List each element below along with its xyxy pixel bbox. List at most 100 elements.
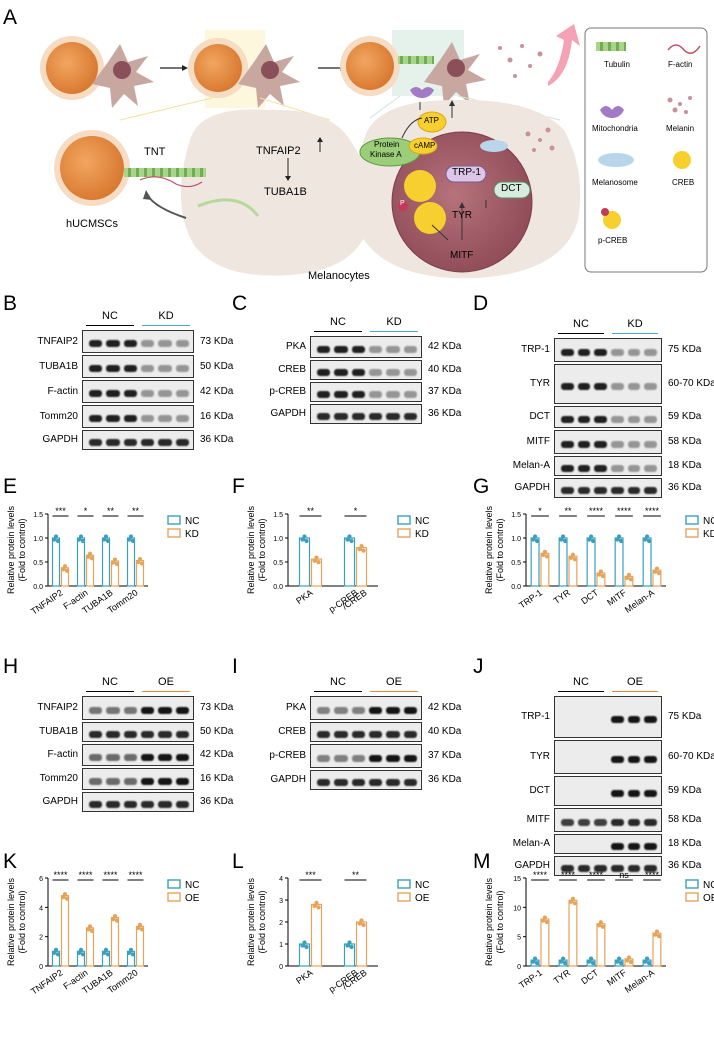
- bar-oe: [568, 899, 578, 967]
- data-point: [105, 538, 111, 544]
- data-point: [618, 538, 624, 544]
- y-tick-label: 0: [39, 964, 43, 971]
- bar-oe: [540, 918, 550, 967]
- sig-label: ns: [619, 870, 629, 880]
- blot-size-label: 73 KDa: [200, 702, 234, 713]
- data-point: [596, 572, 602, 577]
- data-point: [540, 552, 546, 557]
- sig-label: **: [132, 506, 140, 516]
- blot-size-label: 59 KDa: [668, 785, 702, 796]
- blot-band-strip: [554, 740, 662, 774]
- data-point: [312, 558, 317, 563]
- legend-label-nc: NC: [703, 516, 714, 527]
- creb-icon: [673, 151, 691, 169]
- melanin-icon: [667, 96, 692, 114]
- sig-label: *: [354, 506, 358, 516]
- data-point: [139, 561, 145, 566]
- blot-band-strip: [82, 768, 194, 790]
- data-point: [588, 534, 594, 539]
- y-tick-label: 5: [517, 935, 521, 942]
- data-point: [76, 950, 82, 955]
- blot-row-label: TUBA1B: [39, 360, 78, 372]
- sig-label: ***: [55, 506, 66, 516]
- blot-band-strip: [310, 696, 422, 720]
- data-point: [586, 537, 592, 542]
- mitochondria-icon: [600, 106, 624, 118]
- nc-header: NC: [330, 316, 346, 328]
- panel-label-i: I: [232, 655, 238, 678]
- panel-label-f: F: [232, 475, 245, 498]
- y-tick-label: 15: [513, 876, 521, 883]
- data-point: [135, 559, 141, 565]
- blot-row-label: GAPDH: [270, 774, 306, 785]
- x-tick-label: TYR: [552, 587, 573, 606]
- blot-size-label: 75 KDa: [668, 344, 702, 355]
- legend-swatch-nc: [685, 879, 699, 889]
- legend-label-oe: OE: [185, 893, 200, 904]
- bar-oe: [85, 927, 95, 967]
- data-point: [316, 560, 321, 565]
- panel-label-g: G: [473, 475, 490, 498]
- legend-swatch-oe: [397, 892, 411, 902]
- data-point: [87, 924, 93, 929]
- blot-band-strip: [82, 722, 194, 742]
- nc-underline: [86, 325, 134, 326]
- data-point: [302, 940, 307, 945]
- data-point: [110, 917, 116, 922]
- data-point: [51, 950, 57, 955]
- sig-label: *: [84, 506, 88, 516]
- data-point: [644, 534, 650, 539]
- tuba1b-label: TUBA1B: [264, 186, 307, 198]
- blot-row-label: p-CREB: [269, 386, 306, 397]
- nc-underline: [558, 691, 604, 692]
- data-point: [568, 555, 574, 560]
- legend-label-kd: KD: [415, 529, 429, 540]
- data-point: [60, 895, 66, 900]
- dct-label: DCT: [501, 183, 522, 194]
- data-point: [616, 956, 622, 961]
- y-axis-label: Relative protein levels: [6, 505, 16, 594]
- legend-swatch-nc: [397, 515, 411, 525]
- blot-band-strip: [310, 404, 422, 424]
- sig-label: ****: [645, 870, 660, 880]
- tnfaip2-label: TNFAIP2: [256, 145, 301, 157]
- group-underline: [370, 331, 418, 332]
- legend-melanin: Melanin: [666, 124, 695, 133]
- bar-oe: [60, 894, 70, 967]
- data-point: [304, 944, 309, 950]
- blot-row-label: MITF: [526, 436, 550, 447]
- data-point: [544, 919, 550, 925]
- pcreb-icon: [603, 211, 621, 229]
- data-point: [590, 538, 596, 544]
- y-tick-label: 1.0: [33, 536, 43, 543]
- blot-band-strip: [82, 330, 194, 353]
- schematic-figure: [40, 24, 708, 279]
- blot-band-strip: [554, 834, 662, 854]
- data-point: [534, 961, 540, 966]
- blot-size-label: 36 KDa: [428, 774, 462, 785]
- blot-band-strip: [82, 430, 194, 450]
- blot-size-label: 37 KDa: [428, 386, 462, 397]
- data-point: [588, 956, 594, 961]
- sig-label: ****: [53, 870, 68, 880]
- blot-size-label: 18 KDa: [668, 838, 702, 849]
- blot-size-label: 59 KDa: [668, 411, 702, 422]
- x-tick-label: Melan-A: [623, 967, 656, 994]
- y-axis-label: Relative protein levels: [484, 505, 494, 594]
- y-axis-label: Relative protein levels: [246, 877, 256, 966]
- blot-size-label: 60-70 KDa: [668, 378, 714, 389]
- data-point: [572, 557, 578, 562]
- blot-row-label: GAPDH: [514, 482, 550, 493]
- data-point: [626, 572, 632, 577]
- data-point: [652, 569, 658, 574]
- x-tick-label: TNFAIP2: [29, 587, 65, 616]
- legend-swatch-nc: [685, 515, 699, 525]
- data-point: [314, 555, 319, 560]
- y-tick-label: 0.5: [33, 560, 43, 567]
- data-point: [540, 918, 546, 923]
- data-point: [614, 537, 620, 542]
- blot-row-label: F-actin: [47, 385, 78, 397]
